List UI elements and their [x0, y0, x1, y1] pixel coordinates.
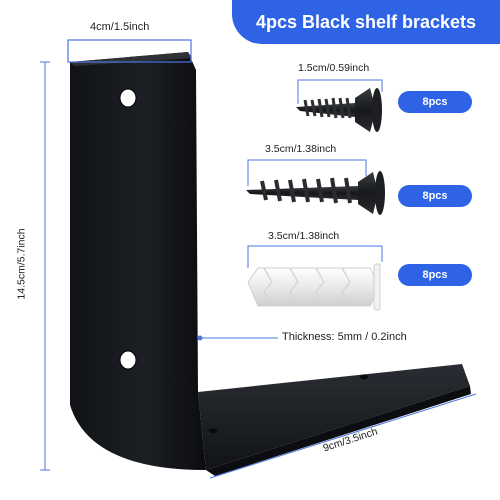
width-dimension-box — [67, 39, 192, 63]
length-dimension-line — [209, 393, 477, 479]
screw-short-size-label: 1.5cm/0.59inch — [298, 62, 370, 74]
title-banner: 4pcs Black shelf brackets — [232, 0, 500, 44]
height-label: 14.5cm/5.7inch — [15, 228, 28, 300]
bracket-hole-bottom — [119, 350, 137, 370]
screw-long — [246, 171, 385, 215]
anchor-dimension-bracket — [247, 245, 383, 268]
dimension-lines — [40, 39, 477, 479]
wall-anchor — [247, 263, 381, 311]
bracket-horizontal-leg — [198, 364, 470, 470]
screw-long-size-label: 3.5cm/1.38inch — [265, 143, 337, 155]
shelf-bracket — [70, 52, 471, 476]
bracket-hole-horizontal-2 — [209, 428, 217, 434]
bracket-vertical-leg — [70, 52, 206, 470]
quantity-badge-anchor: 8pcs — [398, 264, 472, 286]
quantity-badge-long-screw: 8pcs — [398, 185, 472, 207]
width-label: 4cm/1.5inch — [90, 21, 150, 33]
banner-title: 4pcs Black shelf brackets — [255, 12, 477, 32]
anchor-size-label: 3.5cm/1.38inch — [268, 230, 340, 242]
screw-1-dimension-bracket — [297, 79, 383, 104]
screw-2-dimension-bracket — [247, 159, 367, 186]
thickness-label: Thickness: 5mm / 0.2inch — [282, 331, 407, 343]
bracket-hole-top — [119, 88, 137, 108]
quantity-badge-short-screw: 8pcs — [398, 91, 472, 113]
bracket-hole-horizontal-1 — [360, 374, 368, 380]
screw-short — [296, 88, 382, 132]
bracket-horizontal-edge — [206, 386, 471, 476]
